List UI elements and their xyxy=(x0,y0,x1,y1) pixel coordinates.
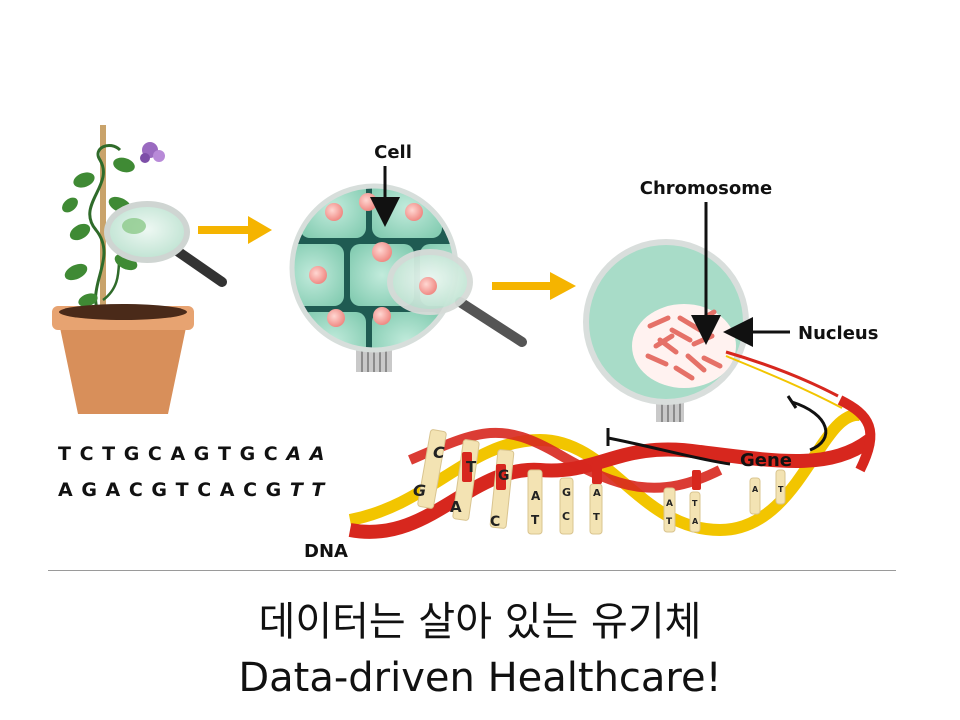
arrow-icon xyxy=(198,216,272,244)
arrow-icon xyxy=(492,272,576,300)
dna-base-letter: T xyxy=(466,458,477,476)
dna-base-letter: T xyxy=(666,517,673,527)
caption-english: Data-driven Healthcare! xyxy=(238,655,722,701)
magnifier-icon xyxy=(387,249,527,347)
dna-base-letter: C xyxy=(490,514,500,530)
dna-base-letter: T xyxy=(531,513,540,527)
dna-base-letter: A xyxy=(666,499,673,509)
nucleus-magnified-view xyxy=(583,239,749,422)
sequence-top-plain: T C T G C A G T G C xyxy=(58,443,279,465)
caption-korean: 데이터는 살아 있는 유기체 xyxy=(258,599,702,645)
dna-base-letter: G xyxy=(413,481,426,500)
dna-sequence: T C T G C A G T G C A A A G A C G T C A … xyxy=(58,443,326,501)
sequence-bottom-italic: T T xyxy=(290,479,327,501)
gene-bracket xyxy=(606,395,828,466)
sequence-bottom-plain: A G A C G T C A C G xyxy=(58,479,282,501)
dna-base-letter: T xyxy=(692,499,698,508)
dna-base-letter: A xyxy=(692,517,699,526)
divider-line xyxy=(48,570,896,571)
label-nucleus: Nucleus xyxy=(798,323,878,344)
label-gene: Gene xyxy=(740,450,792,471)
svg-text:A G A C G T C A C G T T: A G A C G T C A C G T T xyxy=(58,479,326,501)
dna-base-letter: A xyxy=(450,498,462,516)
dna-base-letter: C xyxy=(433,443,445,462)
dna-base-letter: A xyxy=(531,489,541,503)
label-dna: DNA xyxy=(304,541,348,562)
sequence-top-italic: A A xyxy=(284,443,325,465)
dna-base-letter: C xyxy=(562,510,570,523)
plant-illustration xyxy=(52,125,194,414)
dna-base-letter: T xyxy=(593,512,600,523)
label-cell: Cell xyxy=(374,142,412,163)
dna-base-letter: G xyxy=(562,486,571,499)
dna-base-letter: A xyxy=(752,485,759,494)
flower-icon xyxy=(140,142,165,163)
dna-base-letter: A xyxy=(593,488,601,499)
dna-base-letter: G xyxy=(498,468,510,484)
dna-helix: C T G A G A A T A G A C T C T T A T xyxy=(348,350,876,539)
svg-text:T C T G C A G T G C A A: T C T G C A G T G C A A xyxy=(58,443,325,465)
dna-base-letter: T xyxy=(778,485,784,494)
label-chromosome: Chromosome xyxy=(640,178,772,199)
magnifier-icon xyxy=(104,201,227,287)
